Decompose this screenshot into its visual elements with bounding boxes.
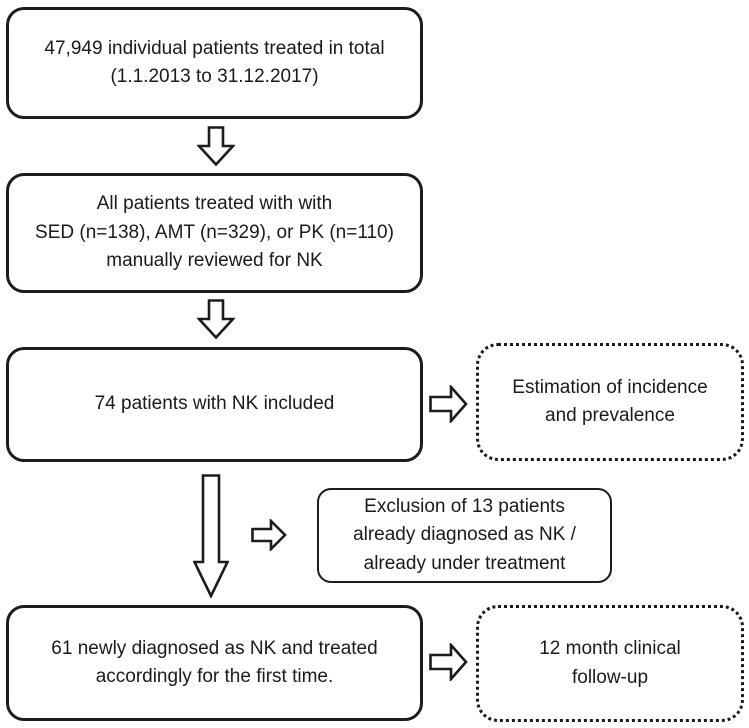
right-arrow-icon bbox=[429, 641, 468, 683]
down-arrow-icon bbox=[196, 299, 236, 340]
node-estimation: Estimation of incidence and prevalence bbox=[476, 343, 744, 461]
node-total-patients: 47,949 individual patients treated in to… bbox=[6, 7, 423, 119]
node-follow-up: 12 month clinical follow-up bbox=[476, 605, 744, 722]
node-newly-diagnosed: 61 newly diagnosed as NK and treated acc… bbox=[6, 605, 423, 721]
small-right-arrow-icon bbox=[251, 517, 287, 553]
down-arrow-icon bbox=[196, 126, 236, 167]
right-arrow-icon bbox=[429, 383, 468, 425]
long-down-arrow-icon bbox=[192, 474, 230, 599]
node-nk-included: 74 patients with NK included bbox=[6, 347, 423, 462]
node-reviewed-patients: All patients treated with with SED (n=13… bbox=[6, 173, 423, 293]
node-exclusion: Exclusion of 13 patients already diagnos… bbox=[317, 488, 612, 583]
